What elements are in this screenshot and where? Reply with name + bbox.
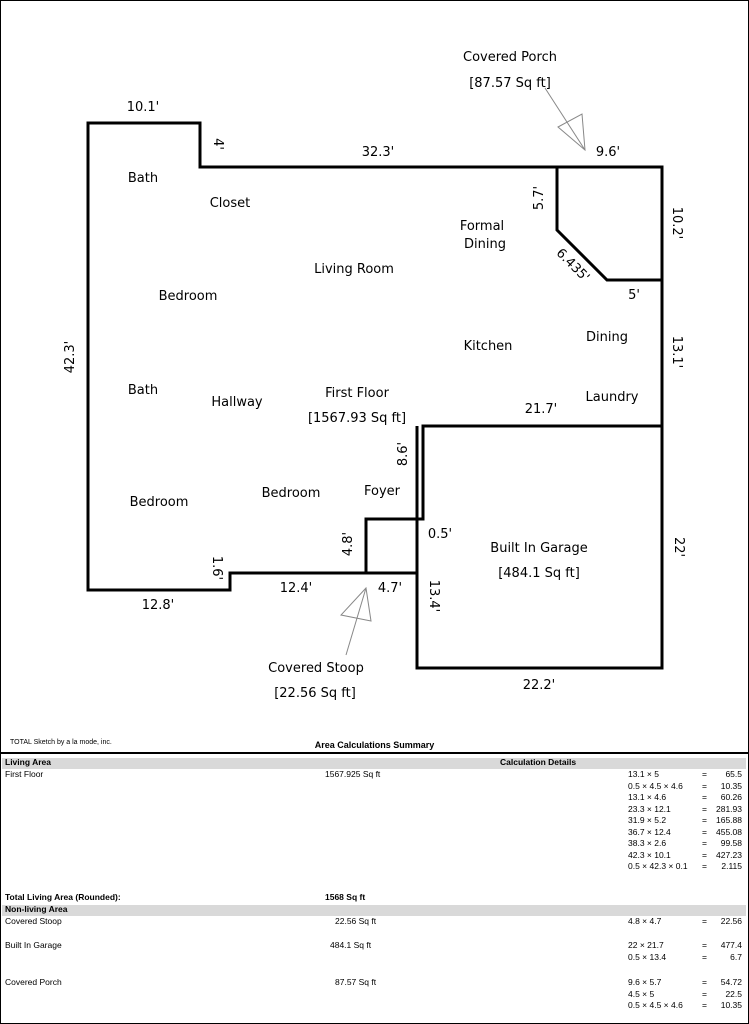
dim-4: 4' xyxy=(210,138,225,150)
dim-10-2: 10.2' xyxy=(669,207,684,240)
room-formal-dining-line2: Dining xyxy=(464,237,506,252)
garage-summary-area: 484.1 Sq ft xyxy=(330,940,372,950)
dim-0-5: 0.5' xyxy=(428,527,452,542)
dim-13-1: 13.1' xyxy=(669,336,684,369)
calc-row: 9.6 × 5.7=54.72 xyxy=(628,977,742,987)
room-bedroom-2: Bedroom xyxy=(262,486,321,501)
calc-row: 0.5 × 4.5 × 4.6=10.35 xyxy=(628,1000,742,1010)
calc-row: 13.1 × 5=65.5 xyxy=(628,769,742,779)
room-foyer: Foyer xyxy=(364,484,401,499)
dim-10-1: 10.1' xyxy=(127,100,160,115)
covered-stoop-calcs: 4.8 × 4.7=22.56 xyxy=(628,916,742,928)
garage-name: Built In Garage xyxy=(5,940,62,950)
dim-32-3: 32.3' xyxy=(362,145,395,160)
covered-porch-outline xyxy=(555,167,662,282)
calc-row: 23.3 × 12.1=281.93 xyxy=(628,803,742,814)
covered-porch-name: Covered Porch xyxy=(5,977,62,987)
area-first-floor: First Floor xyxy=(325,386,389,401)
calc-row: 0.5 × 13.4=6.7 xyxy=(628,951,742,962)
covered-stoop-area: [22.56 Sq ft] xyxy=(274,686,356,701)
first-floor-area: 1567.925 Sq ft xyxy=(325,769,381,779)
room-bedroom-3: Bedroom xyxy=(130,495,189,510)
living-area-header-band xyxy=(2,758,746,769)
calculation-details-header: Calculation Details xyxy=(500,757,577,767)
calc-row: 22 × 21.7=477.4 xyxy=(628,940,742,950)
covered-porch-summary-area: 87.57 Sq ft xyxy=(335,977,377,987)
room-kitchen: Kitchen xyxy=(464,339,513,354)
calc-row: 31.9 × 5.2=165.88 xyxy=(628,815,742,825)
porch-pointer-arrow xyxy=(544,87,586,152)
dim-22: 22' xyxy=(671,537,686,557)
dim-5: 5' xyxy=(628,288,640,303)
total-living-area-value: 1568 Sq ft xyxy=(325,892,366,902)
dim-9-6: 9.6' xyxy=(596,145,620,160)
room-bedroom-1: Bedroom xyxy=(159,289,218,304)
dim-21-7: 21.7' xyxy=(525,402,558,417)
area-garage: Built In Garage xyxy=(490,541,587,556)
summary-title: Area Calculations Summary xyxy=(314,740,435,750)
nonliving-area-header-band xyxy=(2,905,746,916)
calc-row: 4.5 × 5=22.5 xyxy=(628,988,742,999)
covered-porch-label: Covered Porch xyxy=(463,50,557,65)
nonliving-area-header: Non-living Area xyxy=(5,904,68,914)
dim-4-7: 4.7' xyxy=(378,581,402,596)
covered-stoop-outline xyxy=(366,517,419,575)
calc-row: 0.5 × 4.5 × 4.6=10.35 xyxy=(628,780,742,791)
software-credit: TOTAL Sketch by a la mode, inc. xyxy=(10,739,112,746)
calc-row: 13.1 × 4.6=60.26 xyxy=(628,792,742,802)
total-living-area-label: Total Living Area (Rounded): xyxy=(5,892,121,902)
calc-row: 36.7 × 12.4=455.08 xyxy=(628,826,742,837)
dim-4-8: 4.8' xyxy=(341,532,356,556)
covered-stoop-summary-area: 22.56 Sq ft xyxy=(335,916,377,926)
dim-5-7: 5.7' xyxy=(532,186,547,210)
covered-stoop-label: Covered Stoop xyxy=(268,661,364,676)
room-dining: Dining xyxy=(586,330,628,345)
area-garage-size: [484.1 Sq ft] xyxy=(498,566,580,581)
room-bath-2: Bath xyxy=(128,383,158,398)
first-floor-name: First Floor xyxy=(5,769,44,779)
dim-42-3: 42.3' xyxy=(63,341,78,374)
covered-porch-calcs: 9.6 × 5.7=54.72 4.5 × 5=22.5 0.5 × 4.5 ×… xyxy=(628,977,742,1012)
summary-divider xyxy=(0,752,749,754)
dim-8-6: 8.6' xyxy=(396,442,411,466)
calc-row: 42.3 × 10.1=427.23 xyxy=(628,849,742,860)
garage-calcs: 22 × 21.7=477.4 0.5 × 13.4=6.7 xyxy=(628,940,742,963)
floor-plan: Covered Porch [87.57 Sq ft] 10.1' 4' 32.… xyxy=(63,50,686,701)
room-living-room: Living Room xyxy=(314,262,394,277)
dim-22-2: 22.2' xyxy=(523,678,556,693)
room-hallway: Hallway xyxy=(211,395,263,410)
covered-stoop-name: Covered Stoop xyxy=(5,916,62,926)
room-bath-1: Bath xyxy=(128,171,158,186)
dim-12-4: 12.4' xyxy=(280,581,313,596)
living-area-header: Living Area xyxy=(5,757,51,767)
dim-6-435: 6.435' xyxy=(553,246,592,285)
room-laundry: Laundry xyxy=(586,390,639,405)
room-closet: Closet xyxy=(210,196,251,211)
area-first-floor-size: [1567.93 Sq ft] xyxy=(308,411,406,426)
room-formal-dining-line1: Formal xyxy=(460,219,504,234)
dim-13-4: 13.4' xyxy=(426,580,441,613)
calc-row: 4.8 × 4.7=22.56 xyxy=(628,916,742,926)
living-area-outline xyxy=(86,121,664,592)
first-floor-calcs: 13.1 × 5=65.5 0.5 × 4.5 × 4.6=10.35 13.1… xyxy=(628,769,742,873)
calc-row: 38.3 × 2.6=99.58 xyxy=(628,838,742,848)
dim-12-8: 12.8' xyxy=(142,598,175,613)
covered-porch-area: [87.57 Sq ft] xyxy=(469,76,551,91)
calc-row: 0.5 × 42.3 × 0.1=2.115 xyxy=(628,861,742,871)
stoop-pointer-arrow xyxy=(340,586,372,656)
dim-1-6: 1.6' xyxy=(209,556,224,580)
